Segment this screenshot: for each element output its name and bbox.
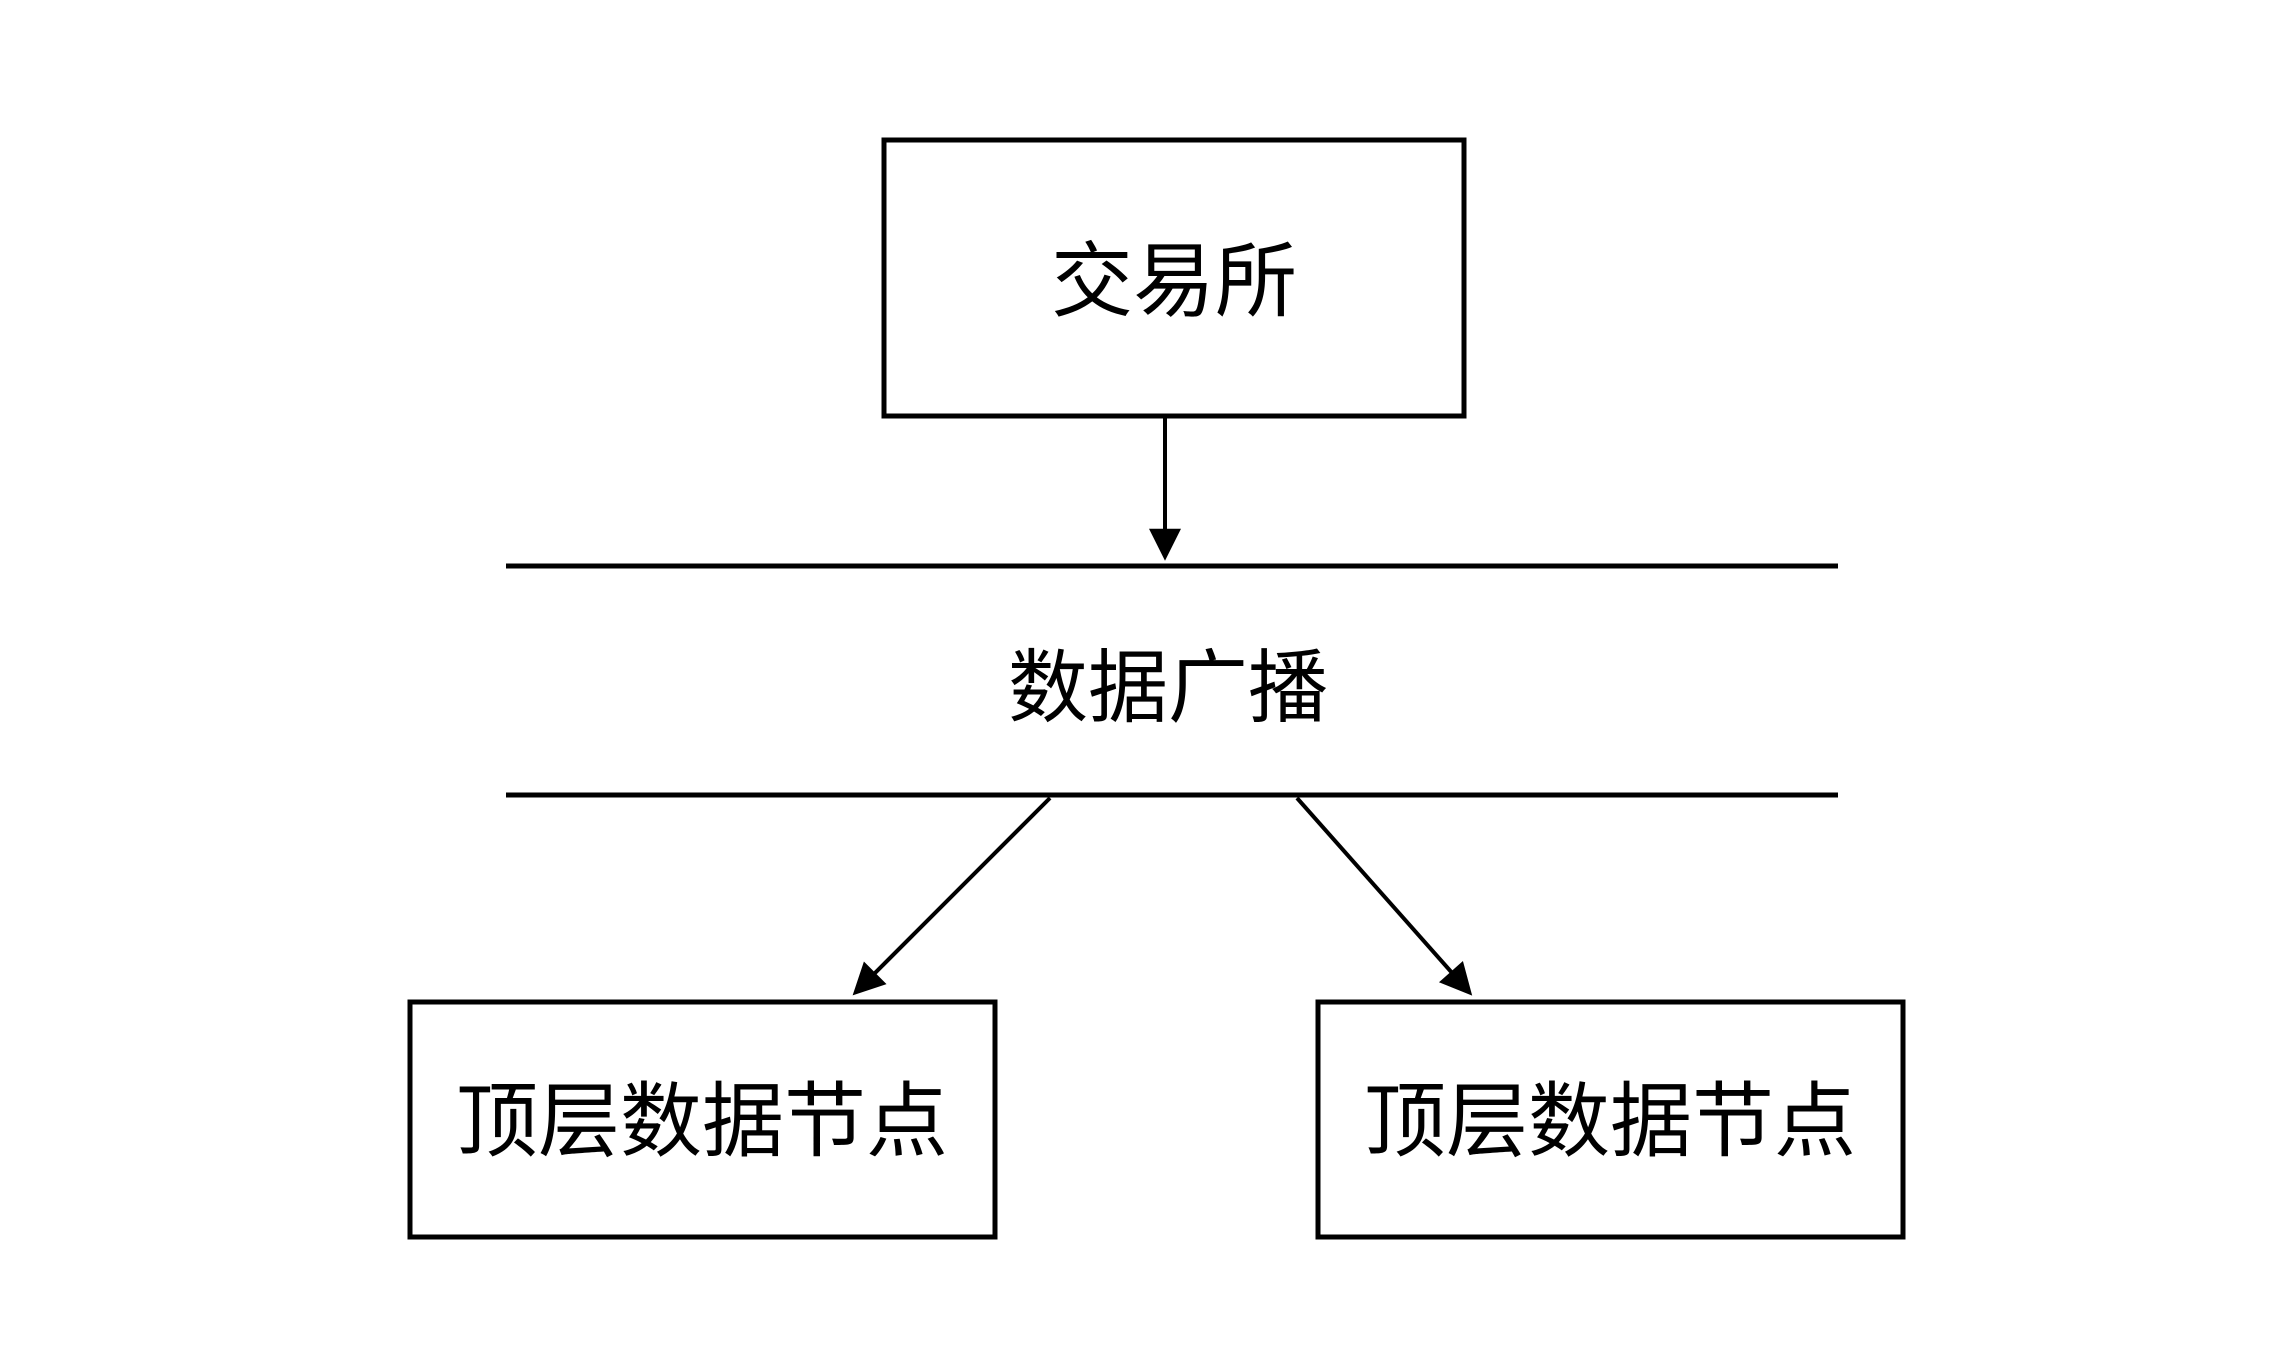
left-node-label: 顶层数据节点 (456, 1077, 948, 1168)
right-node-label: 顶层数据节点 (1364, 1077, 1856, 1168)
exchange-label: 交易所 (1051, 237, 1297, 328)
left-node-box (407, 999, 998, 1240)
arrow-broadcast-to-left-node (852, 796, 1052, 996)
exchange-box (881, 137, 1467, 419)
right-node-box (1315, 999, 1906, 1240)
broadcast-label: 数据广播 (1008, 644, 1328, 733)
arrow-broadcast-to-right-node (1295, 796, 1473, 996)
